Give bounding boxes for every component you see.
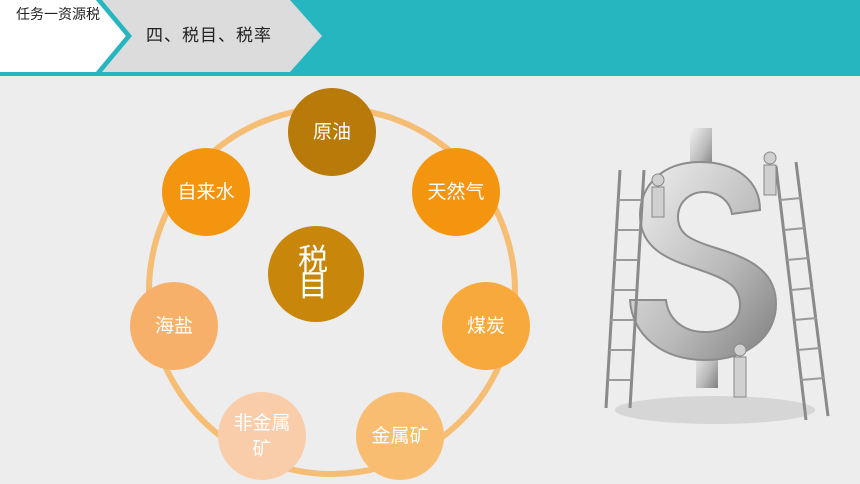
node-label: 自来水 (177, 181, 235, 203)
node-label: 非金属矿 (233, 412, 291, 460)
center-node-tax-items: 税目 (268, 226, 364, 322)
node-coal: 煤炭 (442, 282, 530, 370)
header-tabs (0, 0, 322, 72)
node-label: 金属矿 (371, 425, 429, 447)
node-label: 海盐 (154, 315, 193, 337)
tab-section-label[interactable]: 四、税目、税率 (146, 26, 272, 46)
node-label: 天然气 (427, 181, 485, 203)
node-crude-oil: 原油 (288, 88, 376, 176)
node-nonmetal-ore: 非金属矿 (218, 392, 306, 480)
center-node-label: 税目 (298, 243, 334, 304)
node-metal-ore: 金属矿 (356, 392, 444, 480)
tab-section[interactable] (96, 0, 322, 72)
node-tap-water: 自来水 (162, 148, 250, 236)
node-natural-gas: 天然气 (412, 148, 500, 236)
tab-current[interactable] (0, 0, 126, 72)
node-label: 煤炭 (466, 315, 505, 337)
node-label: 原油 (312, 121, 351, 143)
node-sea-salt: 海盐 (130, 282, 218, 370)
tab-separator (96, 0, 132, 72)
dollar-sign-with-ladders-icon (604, 128, 830, 424)
tab-task-label[interactable]: 任务一资源税 (16, 7, 100, 23)
